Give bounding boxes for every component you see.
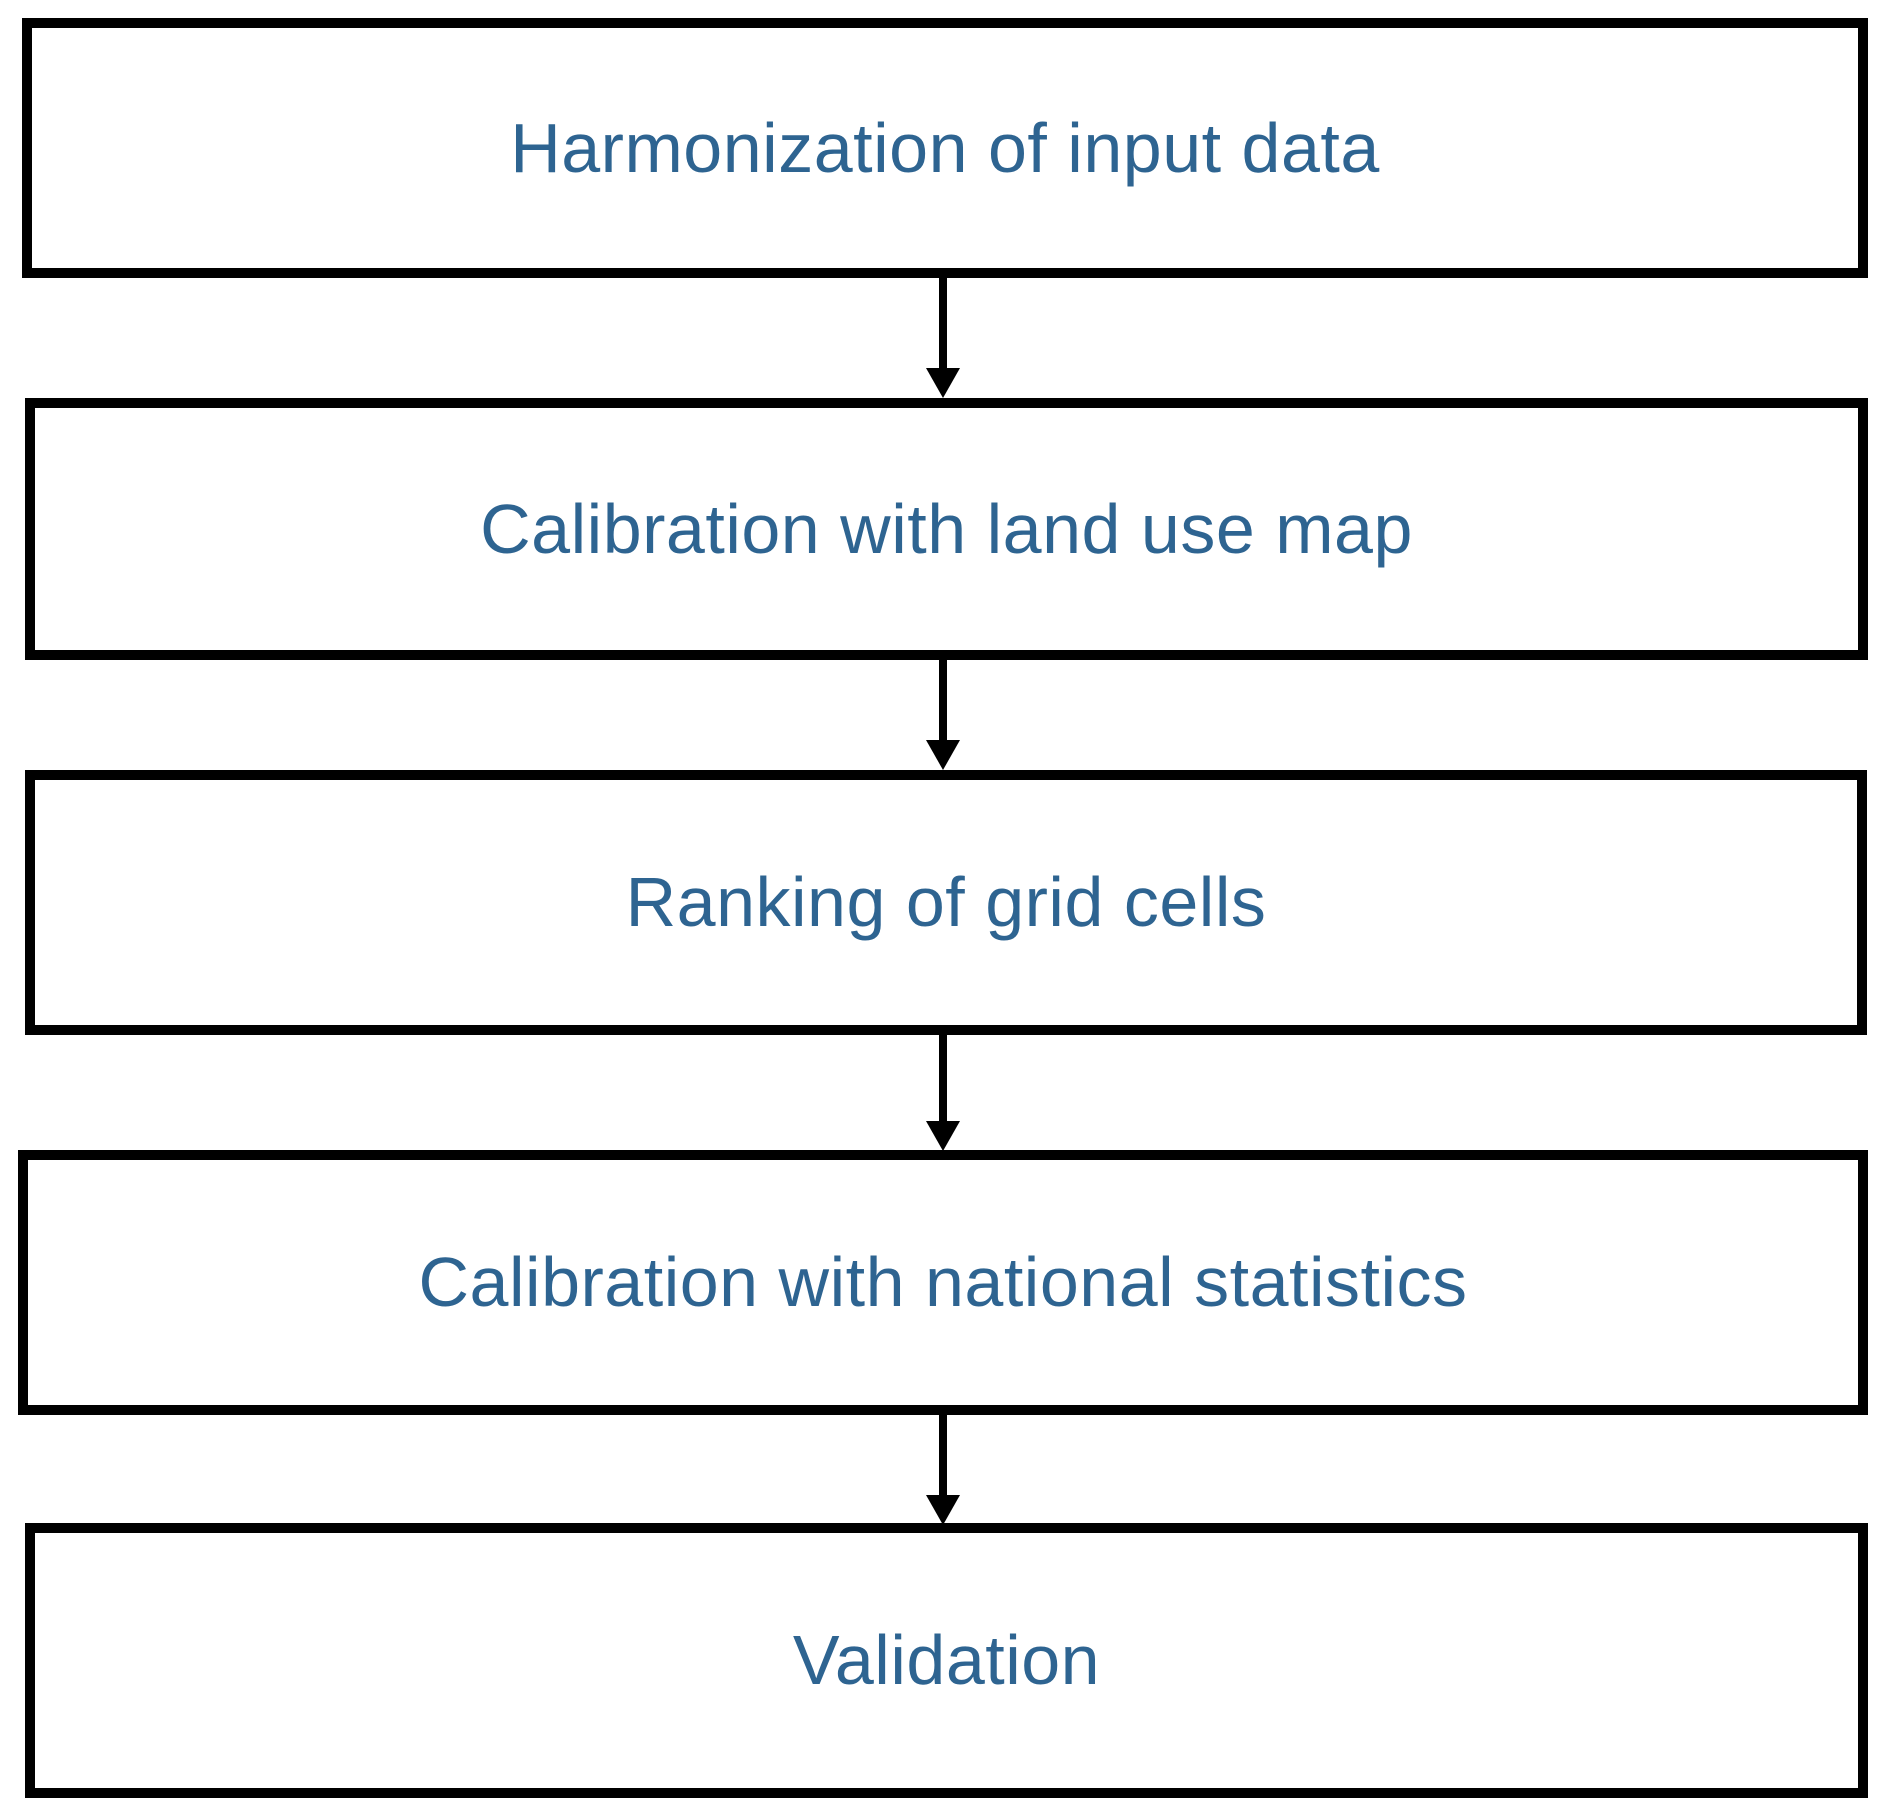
flow-node-label: Validation: [792, 1621, 1101, 1699]
flow-node-label: Calibration with land use map: [480, 489, 1413, 568]
flow-node-validation[interactable]: Validation: [25, 1523, 1868, 1798]
flow-connector-arrow-3: [913, 1035, 973, 1153]
flow-node-ranking-of-grid-cells[interactable]: Ranking of grid cells: [25, 770, 1867, 1035]
flow-node-calibration-with-national-statistics[interactable]: Calibration with national statistics: [18, 1150, 1868, 1415]
flow-node-label: Harmonization of input data: [510, 108, 1380, 187]
flow-node-label: Ranking of grid cells: [625, 863, 1267, 941]
flow-node-label: Calibration with national statistics: [418, 1243, 1468, 1321]
flow-node-harmonization-of-input-data[interactable]: Harmonization of input data: [22, 18, 1868, 278]
flow-connector-arrow-4: [913, 1415, 973, 1527]
flow-node-calibration-with-land-use-map[interactable]: Calibration with land use map: [25, 398, 1868, 660]
flow-connector-arrow-1: [913, 278, 973, 400]
flow-connector-arrow-2: [913, 660, 973, 772]
